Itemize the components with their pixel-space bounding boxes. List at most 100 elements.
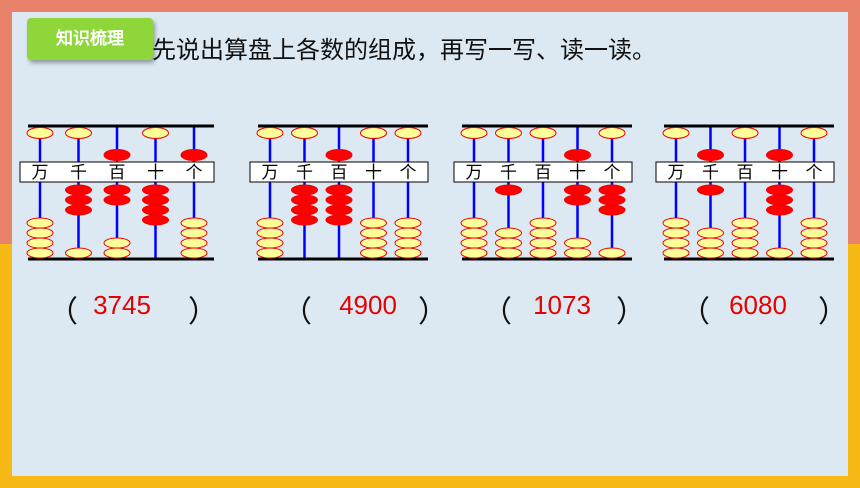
answer-3: 1073 [533,290,591,320]
abacus-4: 万千百十个 [655,124,835,261]
abacus-bead-lower [800,227,828,239]
place-label: 万 [32,163,49,183]
abacus-bead-lower [564,237,591,249]
paren-open-2: （ [282,295,312,330]
abacus-bead-lower [291,194,318,206]
abacus-beam [655,161,835,183]
abacus-bead-lower [394,237,422,249]
abacus-bead-lower [766,247,793,259]
abacus-bead-lower [291,204,318,216]
abacus-bead-lower [394,217,422,229]
abacus-bead-lower [360,237,387,249]
abacus-bead-upper [598,127,626,139]
abacus-2: 万千百十个 [249,124,429,261]
place-label: 万 [668,163,685,183]
abacus-bead-lower [460,217,488,229]
abacus-bead-lower [360,247,387,259]
abacus-bead-lower [180,247,208,259]
place-label: 千 [702,163,719,183]
abacus-bead-lower [360,217,387,229]
place-label: 十 [569,163,586,183]
answer-4: 6080 [729,290,787,320]
abacus-bead-lower [256,237,284,249]
abacus-bead-lower [662,217,690,229]
abacus-bead-lower [529,237,557,249]
abacus-bead-upper [766,149,793,161]
abacus-bead-lower [495,237,522,249]
abacus-bead-lower [460,247,488,259]
place-label: 个 [400,163,417,183]
abacus-bead-lower [662,227,690,239]
abacus-bead-lower [800,217,828,229]
abacus-bead-lower [26,217,54,229]
abacus-beam [19,161,215,183]
place-label: 万 [466,163,483,183]
paren-close-4: ） [818,295,848,330]
abacus-bead-lower [65,247,92,259]
abacus-bead-lower [697,237,724,249]
abacus-bead-lower [598,194,626,206]
abacus-bead-lower [360,227,387,239]
paren-close-2: ） [418,295,448,330]
abacus-bead-lower [598,204,626,216]
abacus-bead-lower [256,217,284,229]
paren-open-4: （ [680,295,710,330]
abacus-bead-lower [564,184,591,196]
abacus-bead-lower [103,237,131,249]
abacus-bead-lower [731,237,759,249]
abacus-bead-lower [460,227,488,239]
abacus-bead-upper [731,127,759,139]
abacus-bead-lower [697,247,724,259]
abacus-beam [249,161,429,183]
abacus-bead-lower [26,227,54,239]
abacus-bead-lower [325,204,353,216]
answer-1: 3745 [93,290,151,320]
place-label: 千 [70,163,87,183]
abacus-bead-upper [325,149,353,161]
abacus-bead-upper [103,149,131,161]
abacus-bead-upper [142,127,169,139]
abacus-bead-upper [697,149,724,161]
place-label: 千 [296,163,313,183]
abacus-bead-upper [529,127,557,139]
abacus-bead-lower [180,237,208,249]
abacus-bead-lower [800,237,828,249]
abacus-bead-lower [325,194,353,206]
abacus-bead-lower [495,184,522,196]
abacus-bead-lower [495,227,522,239]
abacus-bead-lower [394,247,422,259]
abacus-bead-lower [598,247,626,259]
abacus-bead-lower [529,227,557,239]
abacus-bead-lower [142,204,169,216]
abacus-bead-upper [394,127,422,139]
abacus-beam [453,161,633,183]
abacus-bead-lower [103,247,131,259]
place-label: 百 [109,163,126,183]
abacus-bead-lower [460,237,488,249]
abacus-bead-lower [103,194,131,206]
abacus-bead-upper [65,127,92,139]
abacus-bead-lower [662,247,690,259]
abacus-bead-lower [766,194,793,206]
abacus-bead-upper [360,127,387,139]
abacus-bead-lower [394,227,422,239]
abacus-bead-lower [142,214,169,226]
paren-open-3: （ [482,295,512,330]
place-label: 十 [771,163,788,183]
abacus-1: 万千百十个 [19,124,215,261]
place-label: 十 [365,163,382,183]
abacus-bead-upper [26,127,54,139]
abacus-bead-lower [142,184,169,196]
abacus-bead-lower [180,227,208,239]
place-label: 百 [737,163,754,183]
abacus-bead-lower [662,237,690,249]
abacus-3: 万千百十个 [453,124,633,261]
abacus-bead-lower [26,247,54,259]
abacus-bead-lower [529,247,557,259]
abacus-bead-lower [800,247,828,259]
abacus-bead-lower [731,247,759,259]
abacus-bead-upper [800,127,828,139]
abacus-bead-lower [598,184,626,196]
abacus-bead-upper [564,149,591,161]
abacus-bead-upper [495,127,522,139]
